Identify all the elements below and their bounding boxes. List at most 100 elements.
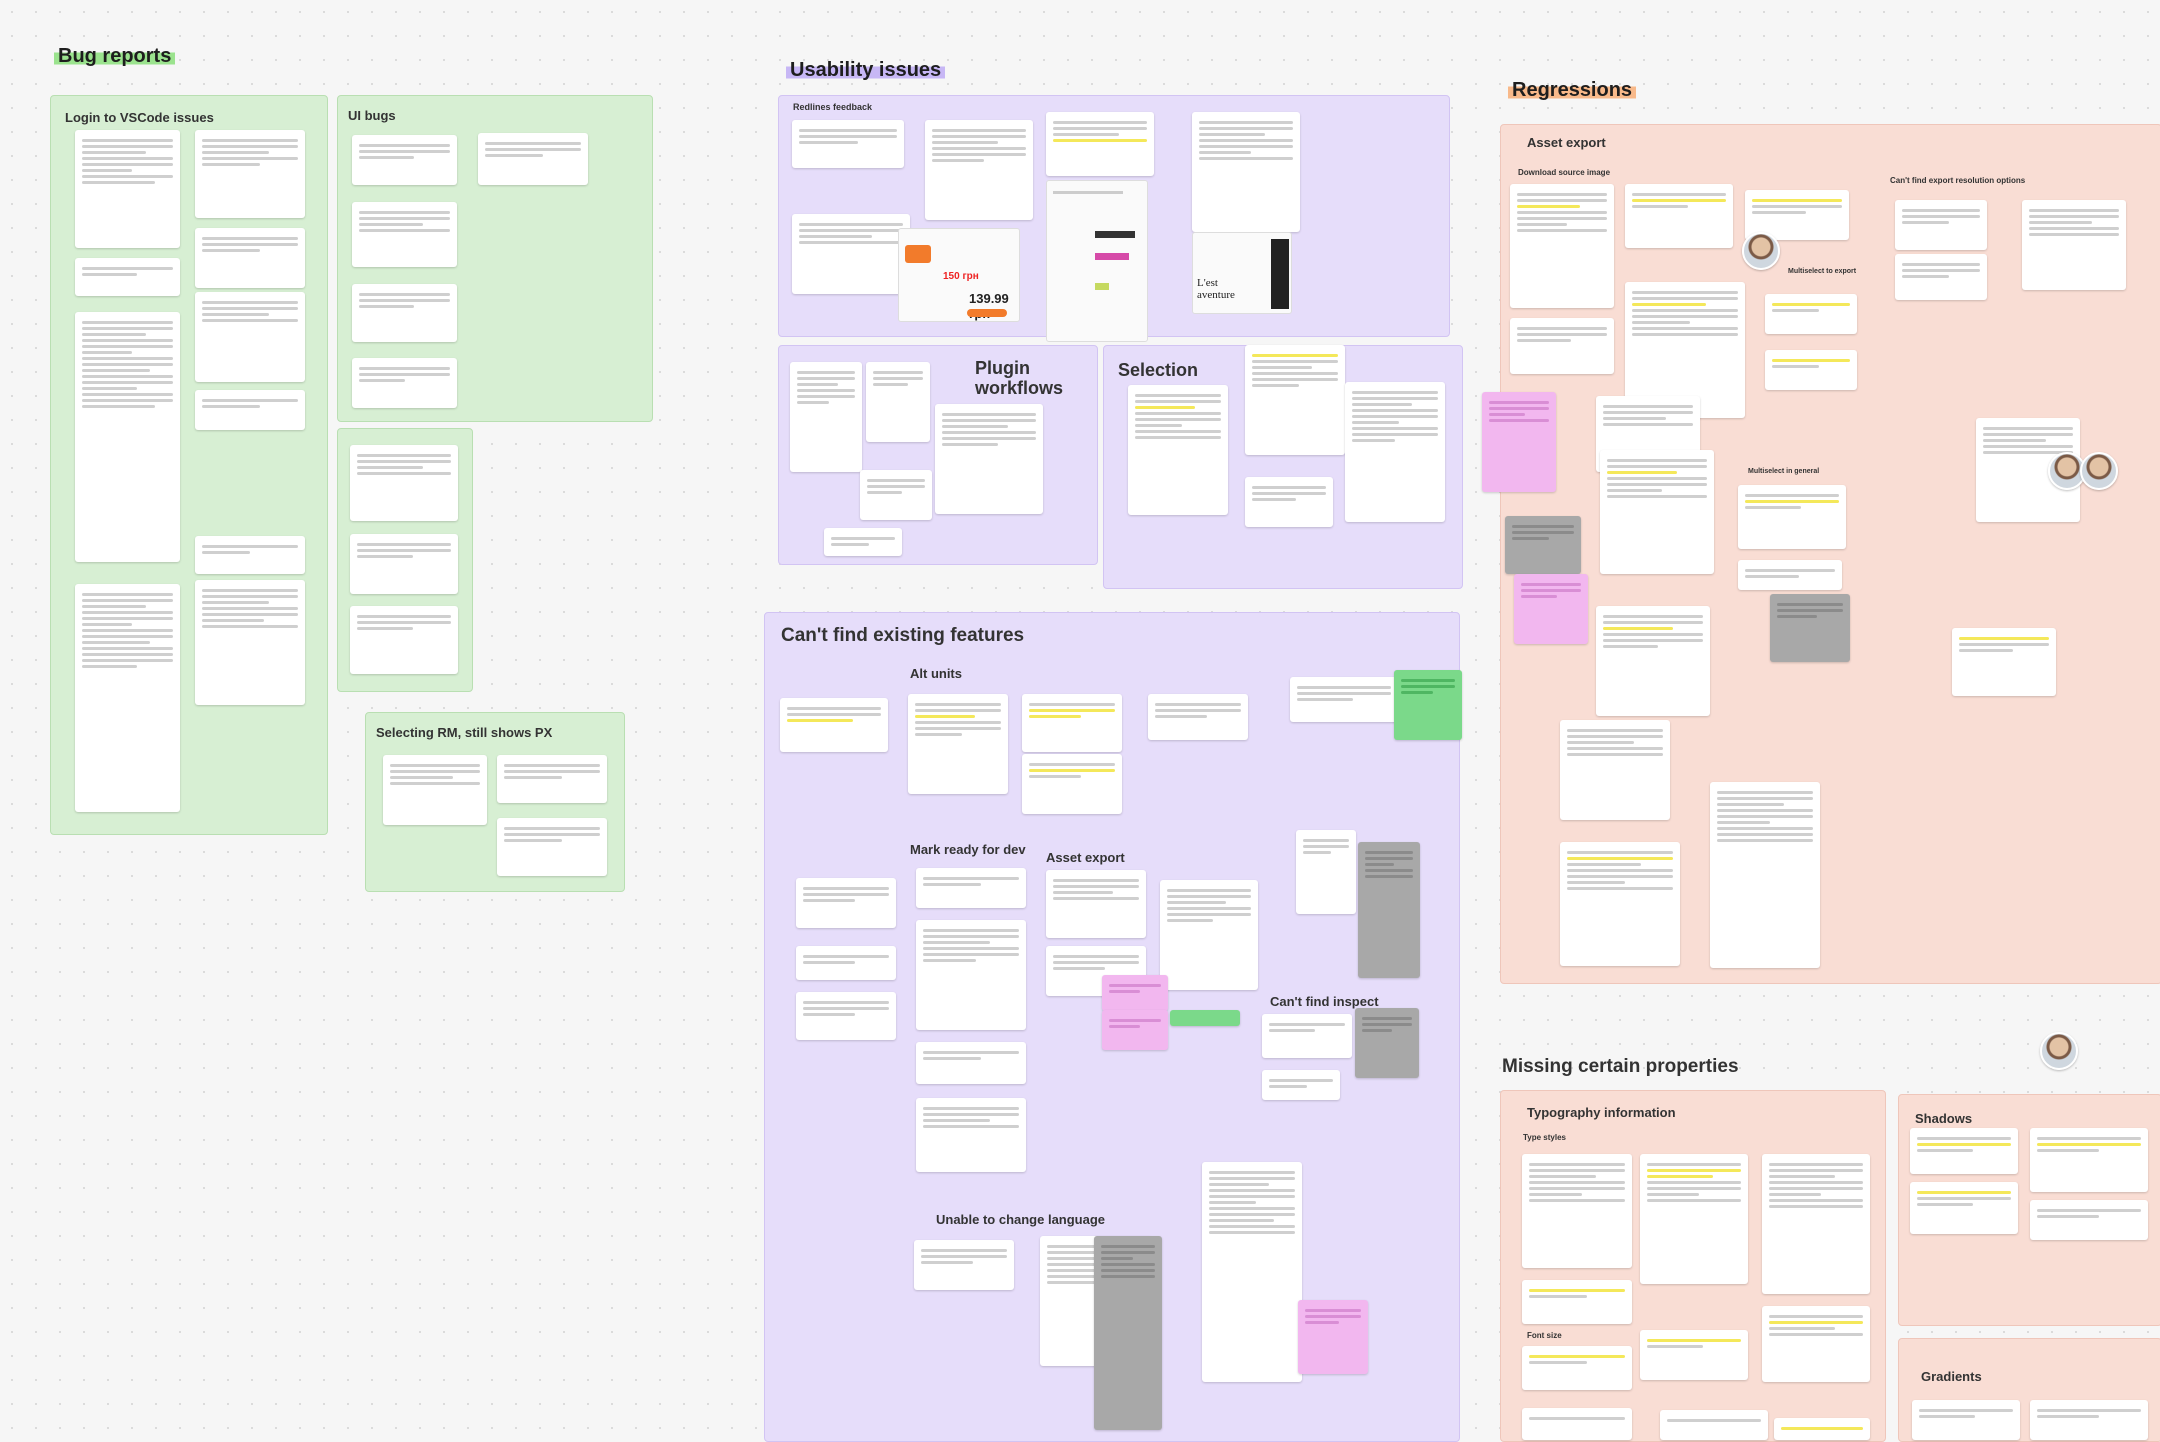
sticky-note[interactable] bbox=[1160, 880, 1258, 990]
sticky-note[interactable] bbox=[1262, 1014, 1352, 1058]
sticky-note[interactable] bbox=[916, 868, 1026, 908]
sticky-note[interactable] bbox=[1290, 677, 1398, 722]
sticky-note[interactable] bbox=[195, 536, 305, 574]
sticky-note[interactable] bbox=[2030, 1200, 2148, 1240]
sticky-note[interactable] bbox=[1660, 1410, 1768, 1440]
sticky-note[interactable] bbox=[1738, 485, 1846, 549]
sticky-note[interactable] bbox=[75, 312, 180, 562]
sticky-note[interactable] bbox=[1245, 345, 1345, 455]
sticky-note[interactable] bbox=[1522, 1280, 1632, 1324]
sticky-note[interactable] bbox=[1774, 1418, 1870, 1440]
sticky-note[interactable] bbox=[497, 755, 607, 803]
sticky-note[interactable] bbox=[1510, 184, 1614, 308]
sticky-note[interactable] bbox=[1765, 294, 1857, 334]
sticky-note[interactable] bbox=[1522, 1408, 1632, 1440]
sticky-note[interactable] bbox=[1510, 318, 1614, 374]
sticky-note[interactable] bbox=[195, 292, 305, 382]
sticky-note[interactable] bbox=[792, 214, 910, 294]
sticky-note[interactable] bbox=[1910, 1182, 2018, 1234]
sticky-note[interactable] bbox=[790, 362, 862, 472]
sticky-note[interactable] bbox=[1765, 350, 1857, 390]
sticky-note[interactable] bbox=[824, 528, 902, 556]
sticky-note[interactable] bbox=[1046, 112, 1154, 176]
sticky-note[interactable] bbox=[497, 818, 607, 876]
sticky-note[interactable] bbox=[1625, 184, 1733, 248]
sticky-note[interactable] bbox=[1245, 477, 1333, 527]
sticky-note[interactable] bbox=[866, 362, 930, 442]
sticky-note-grey[interactable] bbox=[1770, 594, 1850, 662]
sticky-note-grey[interactable] bbox=[1355, 1008, 1419, 1078]
sticky-note[interactable] bbox=[75, 258, 180, 296]
sticky-note-grey[interactable] bbox=[1094, 1236, 1162, 1430]
sticky-note[interactable] bbox=[195, 130, 305, 218]
sticky-note[interactable] bbox=[925, 120, 1033, 220]
sticky-note[interactable] bbox=[383, 755, 487, 825]
sticky-note[interactable] bbox=[908, 694, 1008, 794]
sticky-note[interactable] bbox=[916, 1098, 1026, 1172]
sticky-note[interactable] bbox=[796, 946, 896, 980]
sticky-note[interactable] bbox=[1895, 200, 1987, 250]
sticky-note[interactable] bbox=[352, 284, 457, 342]
sticky-note[interactable] bbox=[352, 202, 457, 267]
sticky-note[interactable] bbox=[1046, 870, 1146, 938]
sticky-note[interactable] bbox=[1148, 694, 1248, 740]
sticky-note[interactable] bbox=[1296, 830, 1356, 914]
sticky-note[interactable] bbox=[1522, 1154, 1632, 1268]
sticky-note[interactable] bbox=[796, 878, 896, 928]
sticky-note[interactable] bbox=[1022, 694, 1122, 752]
sticky-note[interactable] bbox=[1738, 560, 1842, 590]
sticky-note[interactable] bbox=[2022, 200, 2126, 290]
sticky-note[interactable] bbox=[1895, 254, 1987, 300]
sticky-note[interactable] bbox=[195, 580, 305, 705]
sticky-note[interactable] bbox=[478, 133, 588, 185]
sticky-note[interactable] bbox=[352, 135, 457, 185]
sticky-note[interactable] bbox=[1745, 190, 1849, 240]
sticky-note-green[interactable] bbox=[1170, 1010, 1240, 1026]
sticky-note[interactable] bbox=[195, 228, 305, 288]
sticky-note[interactable] bbox=[916, 920, 1026, 1030]
sticky-note-pink[interactable] bbox=[1298, 1300, 1368, 1374]
sticky-note[interactable] bbox=[1762, 1306, 1870, 1382]
sticky-note[interactable] bbox=[1596, 606, 1710, 716]
sticky-note[interactable] bbox=[916, 1042, 1026, 1084]
sticky-note-pink[interactable] bbox=[1102, 975, 1168, 1011]
sticky-note[interactable] bbox=[1128, 385, 1228, 515]
sticky-note[interactable] bbox=[1640, 1154, 1748, 1284]
sticky-note[interactable] bbox=[1522, 1346, 1632, 1390]
sticky-note[interactable] bbox=[1022, 754, 1122, 814]
sticky-note[interactable] bbox=[1952, 628, 2056, 696]
sticky-note[interactable] bbox=[352, 358, 457, 408]
sticky-note[interactable] bbox=[1710, 782, 1820, 968]
sticky-note[interactable] bbox=[780, 698, 888, 752]
sticky-note[interactable] bbox=[350, 445, 458, 521]
sticky-note-pink[interactable] bbox=[1102, 1010, 1168, 1050]
sticky-note-grey[interactable] bbox=[1505, 516, 1581, 574]
sticky-note[interactable] bbox=[1345, 382, 1445, 522]
sticky-note[interactable] bbox=[1625, 282, 1745, 418]
sticky-note[interactable] bbox=[1202, 1162, 1302, 1382]
sticky-note-pink[interactable] bbox=[1482, 392, 1556, 492]
sticky-note[interactable] bbox=[1560, 842, 1680, 966]
sticky-note[interactable] bbox=[792, 120, 904, 168]
sticky-note[interactable] bbox=[914, 1240, 1014, 1290]
sticky-note[interactable] bbox=[1762, 1154, 1870, 1294]
sticky-note[interactable] bbox=[1600, 450, 1714, 574]
sticky-note[interactable] bbox=[75, 584, 180, 812]
sticky-note[interactable] bbox=[1192, 112, 1300, 232]
sticky-note[interactable] bbox=[1262, 1070, 1340, 1100]
sticky-note[interactable] bbox=[1560, 720, 1670, 820]
sticky-note[interactable] bbox=[2030, 1400, 2148, 1440]
sticky-note-green[interactable] bbox=[1394, 670, 1462, 740]
sticky-note[interactable] bbox=[75, 130, 180, 248]
sticky-note[interactable] bbox=[796, 992, 896, 1040]
sticky-note[interactable] bbox=[1640, 1330, 1748, 1380]
sticky-note[interactable] bbox=[860, 470, 932, 520]
sticky-note[interactable] bbox=[2030, 1128, 2148, 1192]
sticky-note[interactable] bbox=[1912, 1400, 2020, 1440]
sticky-note[interactable] bbox=[935, 404, 1043, 514]
sticky-note-grey[interactable] bbox=[1358, 842, 1420, 978]
sticky-note[interactable] bbox=[1910, 1128, 2018, 1174]
sticky-note[interactable] bbox=[350, 606, 458, 674]
sticky-note[interactable] bbox=[350, 534, 458, 594]
sticky-note-pink[interactable] bbox=[1514, 574, 1588, 644]
